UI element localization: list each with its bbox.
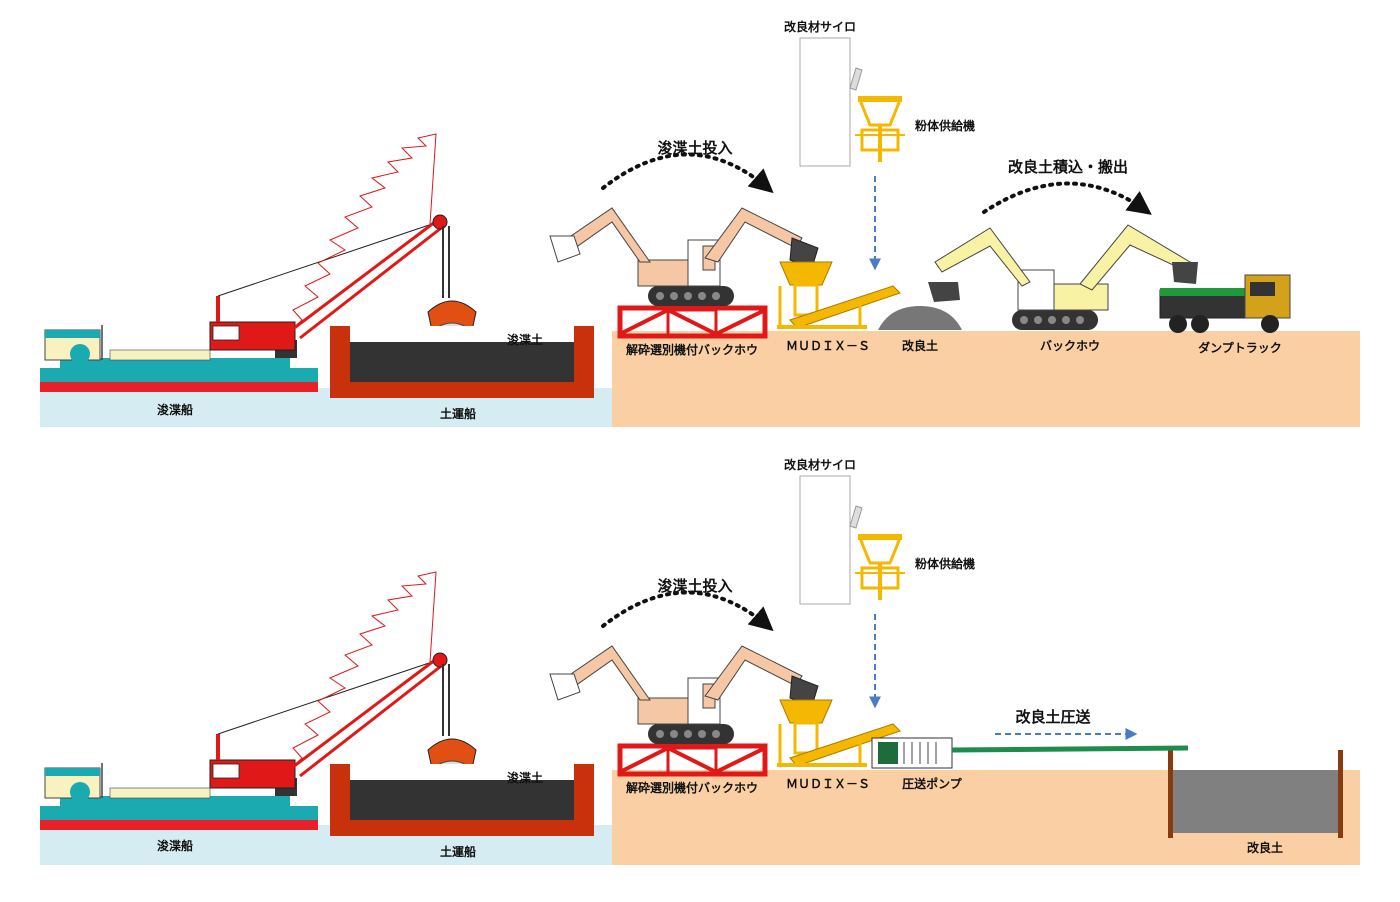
ground — [612, 331, 1360, 427]
label-feeder: 粉体供給機 — [915, 556, 975, 571]
label-backhoe: バックホウ — [1040, 339, 1100, 353]
label-silo: 改良材サイロ — [784, 457, 856, 472]
label-dredged-soil: 浚渫土 — [507, 770, 543, 785]
soil-barge — [330, 764, 594, 836]
label-dredger: 浚渫船 — [157, 838, 193, 853]
crusher-backhoe — [550, 646, 818, 774]
crane — [208, 132, 478, 360]
pressure-pump — [872, 738, 1188, 768]
dump-truck — [1159, 274, 1291, 334]
label-dredge-input: 浚渫土投入 — [657, 577, 732, 595]
pit-wall-right — [1338, 750, 1343, 838]
pit-wall-left — [1168, 750, 1173, 838]
label-loadout: 改良土積込・搬出 — [1008, 158, 1128, 176]
soil-barge — [330, 326, 594, 398]
label-soil-barge: 土運船 — [440, 844, 476, 859]
label-feeder: 粉体供給機 — [915, 118, 975, 133]
label-dredger: 浚渫船 — [157, 402, 193, 417]
label-dredge-input: 浚渫土投入 — [657, 139, 732, 157]
silo — [798, 474, 907, 606]
panel-top: 改良材サイロ 粉体供給機 浚渫土投入 改良土積込・搬出 浚渫土 浚渫船 土運船 … — [39, 19, 1360, 427]
label-crusher-backhoe: 解砕選別機付バックホウ — [626, 780, 758, 795]
improved-soil-pit — [1172, 770, 1340, 833]
label-silo: 改良材サイロ — [784, 19, 856, 34]
yellow-backhoe — [927, 224, 1199, 331]
label-pump-transfer: 改良土圧送 — [1015, 708, 1091, 726]
label-improved-soil: 改良土 — [902, 338, 938, 353]
improved-soil-pile — [878, 306, 962, 330]
label-dredged-soil: 浚渫土 — [507, 332, 543, 347]
label-mudix: ＭＵＤＩＸ－Ｓ — [786, 339, 870, 353]
input-arrow — [601, 152, 774, 194]
label-soil-barge: 土運船 — [440, 406, 476, 421]
crane — [208, 570, 478, 798]
loadout-arrow — [982, 181, 1152, 215]
label-crusher-backhoe: 解砕選別機付バックホウ — [626, 342, 758, 357]
label-mudix: ＭＵＤＩＸ－Ｓ — [786, 777, 870, 791]
input-arrow — [601, 590, 774, 632]
label-pump: 圧送ポンプ — [902, 776, 963, 791]
label-improved-soil: 改良土 — [1247, 840, 1283, 855]
label-dump-truck: ダンプトラック — [1198, 340, 1282, 355]
mudix-mixer — [775, 260, 902, 331]
crusher-backhoe — [550, 208, 818, 336]
silo — [798, 36, 907, 168]
panel-bottom: 改良材サイロ 粉体供給機 浚渫土投入 改良土圧送 浚渫土 浚渫船 土運船 解砕選… — [39, 457, 1360, 865]
